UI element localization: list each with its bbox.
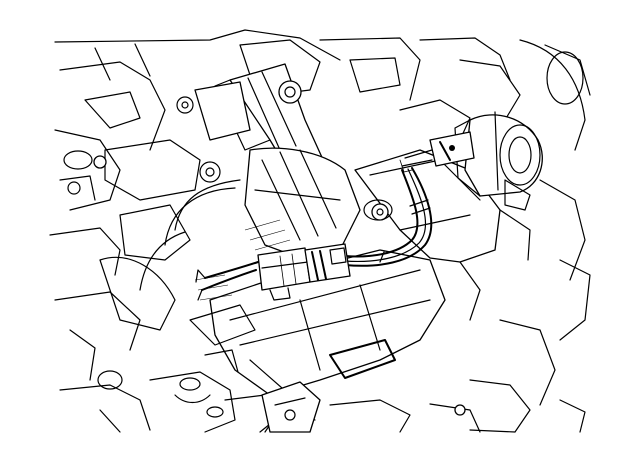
bolt (93, 80, 466, 416)
wire-harness (195, 167, 433, 301)
column-mounting-bracket (189, 304, 321, 433)
ignition-key-cylinder (454, 111, 543, 211)
background-structure (49, 29, 591, 433)
harness-connector (257, 243, 351, 301)
